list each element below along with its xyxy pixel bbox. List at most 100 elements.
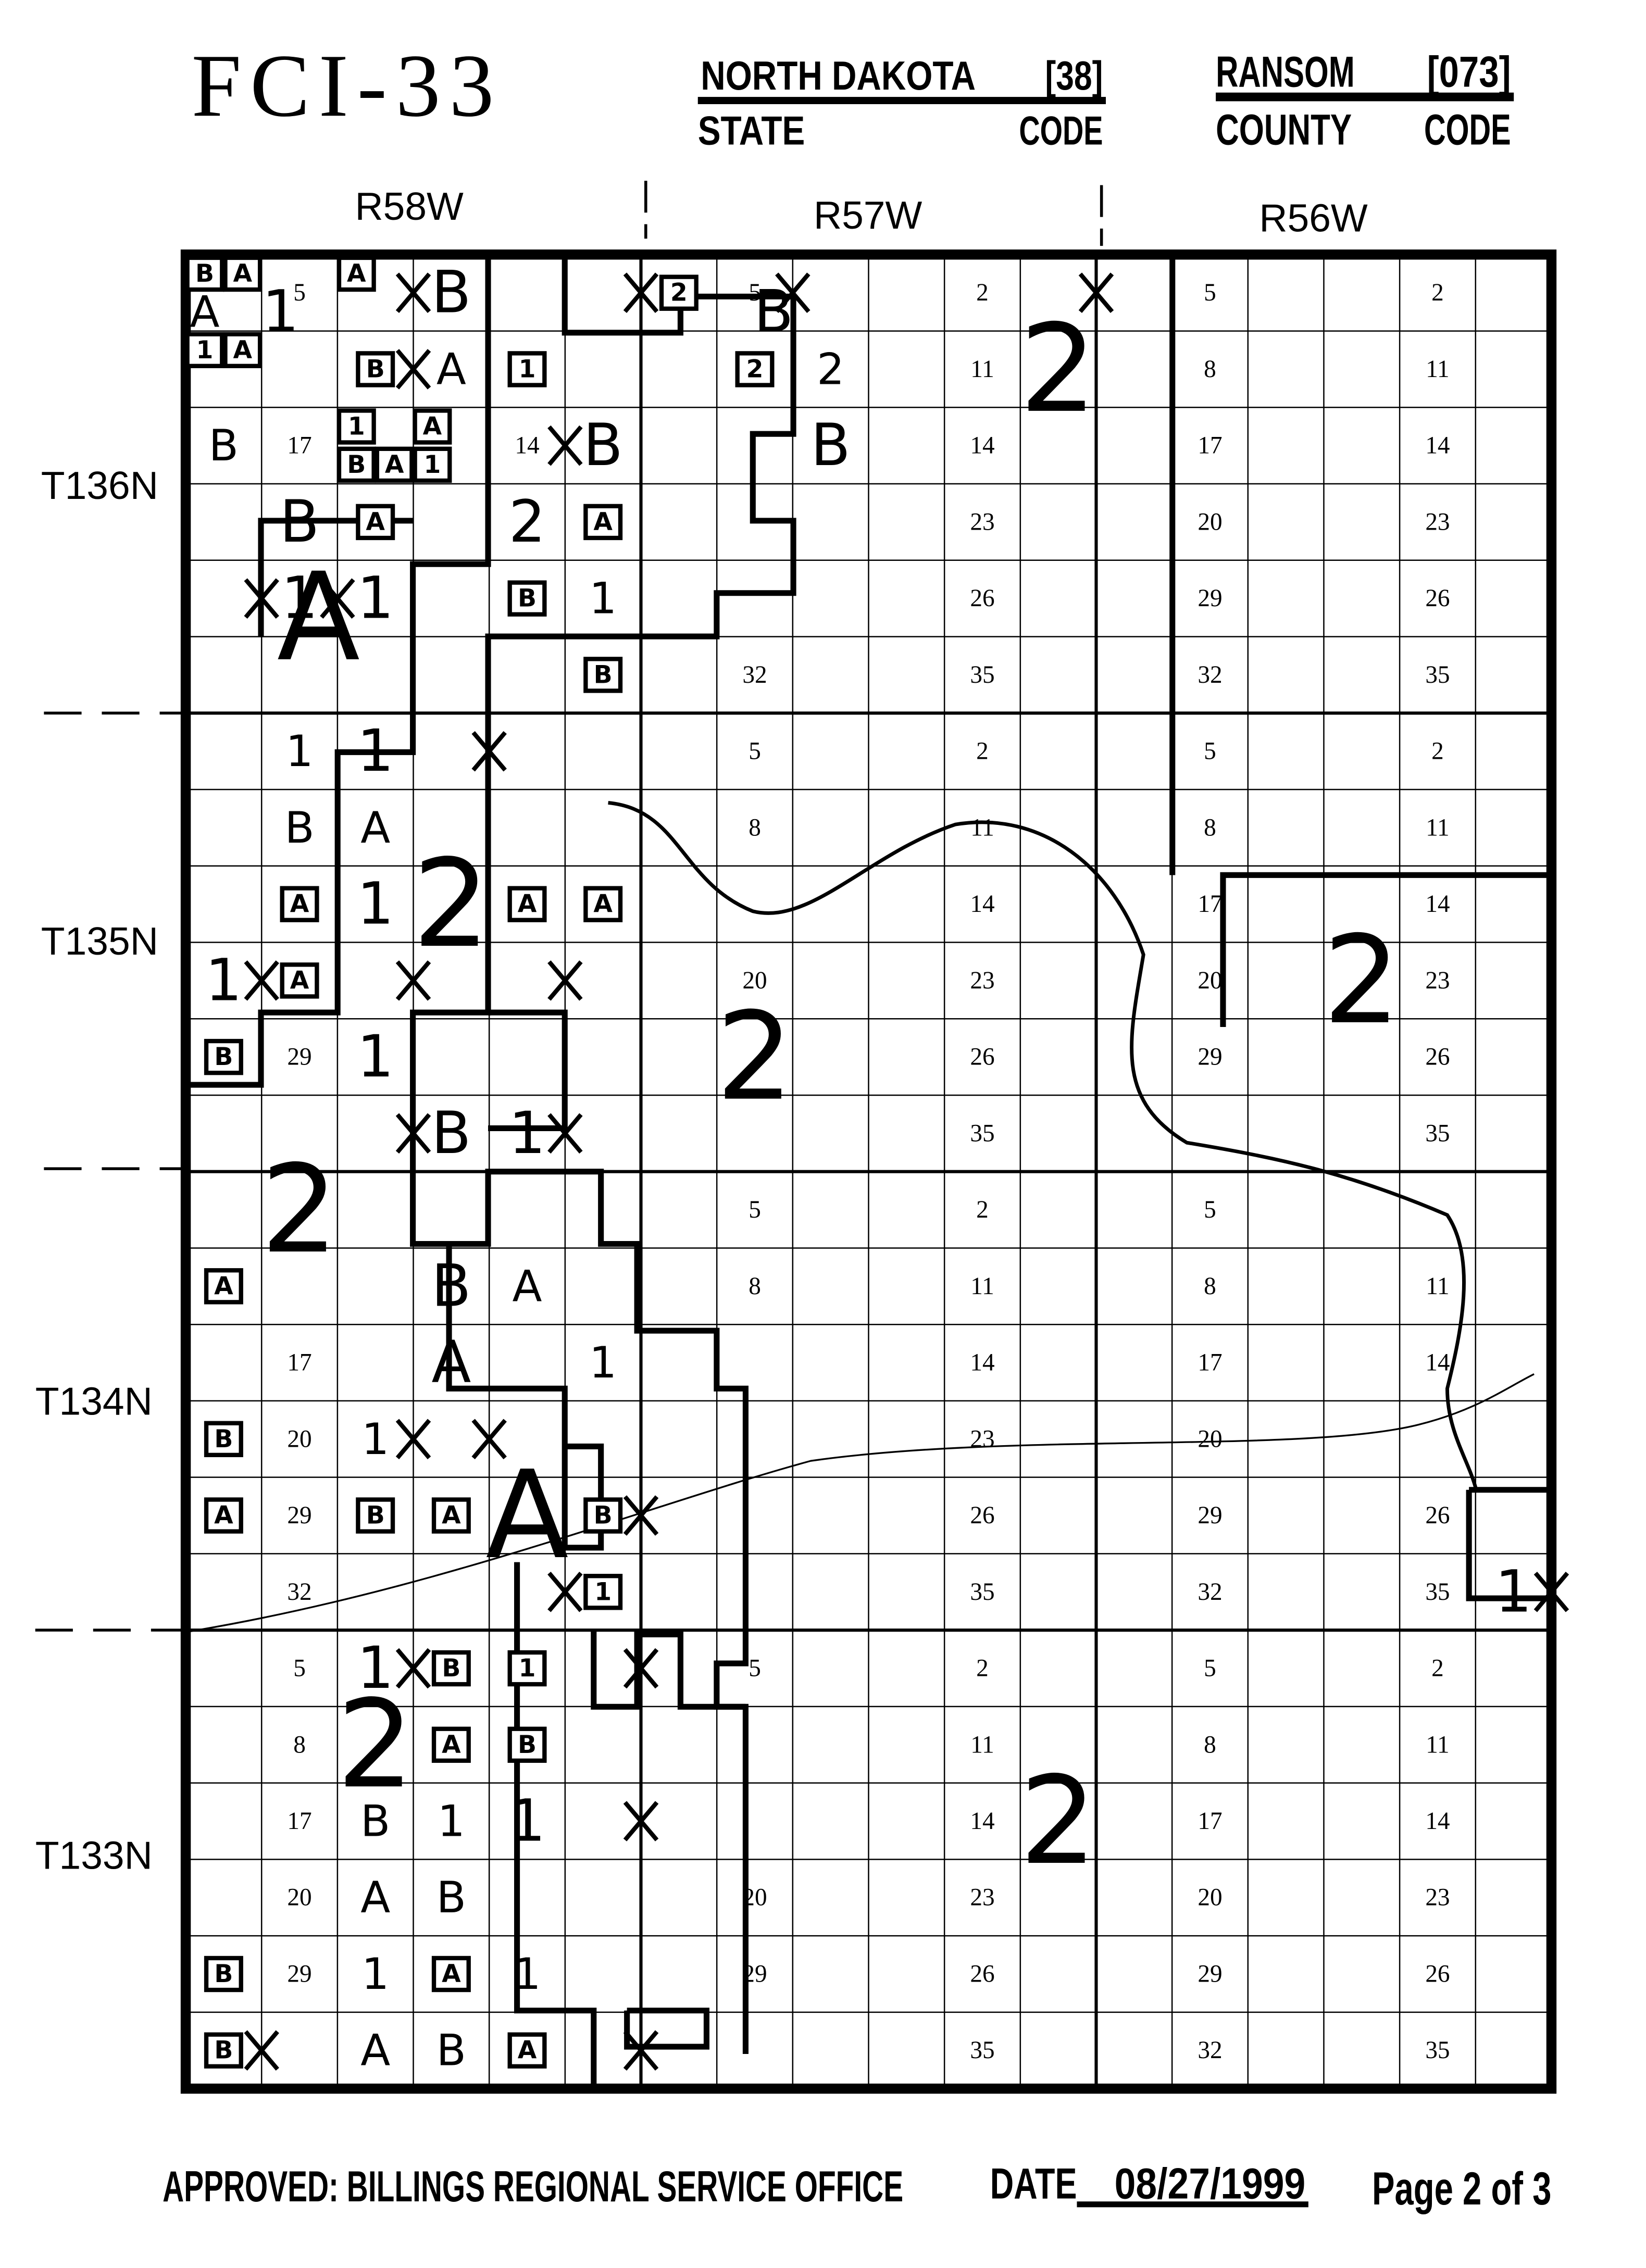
zone-box <box>413 446 452 483</box>
rating-zone-label: A <box>277 547 360 688</box>
rating-zone-label: 1 <box>205 947 242 1014</box>
section-number: 23 <box>1425 967 1450 994</box>
section-number: 32 <box>287 1578 311 1606</box>
zone-box <box>583 504 623 541</box>
rating-zone-label: 1 <box>594 1577 612 1606</box>
section-number: 35 <box>1425 661 1450 688</box>
section-number: 2 <box>1431 279 1444 306</box>
page-number: Page 2 of 3 <box>1372 2163 1551 2214</box>
section-number: 11 <box>1426 356 1449 383</box>
rating-zone-label: A <box>233 336 253 365</box>
state-underline <box>697 97 1106 104</box>
section-number: 20 <box>1198 967 1222 994</box>
rating-zone-label: 1 <box>438 1796 465 1847</box>
section-number: 20 <box>1198 1425 1222 1452</box>
zone-box <box>223 332 263 368</box>
section-number: 32 <box>1198 1578 1222 1606</box>
zone-box <box>185 332 225 368</box>
x-mark-icon <box>547 425 583 466</box>
section-number: 5 <box>1204 738 1216 765</box>
section-number: 20 <box>742 967 767 994</box>
rating-zone-label: 1 <box>357 565 394 632</box>
rating-zone-label: 2 <box>1019 1750 1096 1892</box>
rating-zone-label: 2 <box>746 355 764 383</box>
section-number: 8 <box>1204 814 1216 841</box>
rating-zone-label: B <box>442 1654 460 1683</box>
section-number: 11 <box>1426 1273 1449 1300</box>
section-number: 26 <box>970 1502 994 1529</box>
zone-box <box>375 446 414 483</box>
section-number: 8 <box>293 1731 306 1758</box>
x-mark-icon <box>623 272 659 313</box>
section-number: 14 <box>1425 432 1450 459</box>
x-mark-icon <box>471 731 507 772</box>
zone-box <box>659 274 699 311</box>
section-number: 29 <box>1198 1044 1222 1071</box>
rating-zone-label: 1 <box>357 1023 394 1091</box>
section-number: 26 <box>970 585 994 612</box>
zone-box <box>185 255 225 292</box>
zone-box <box>280 962 319 999</box>
zone-box <box>431 1650 471 1687</box>
section-number: 23 <box>970 508 994 535</box>
section-number: 17 <box>287 432 311 459</box>
township-label-t134n: T134N <box>35 1379 153 1423</box>
rating-zone-label: 1 <box>514 1949 541 1999</box>
section-number: 11 <box>970 814 994 841</box>
section-number: 14 <box>1425 891 1450 918</box>
section-number: 23 <box>970 1884 994 1911</box>
zone-box <box>583 1497 623 1534</box>
x-mark-icon <box>547 1571 583 1612</box>
section-number: 35 <box>970 2037 994 2064</box>
section-number: 11 <box>970 1731 994 1758</box>
rating-zone-label: A <box>485 1445 569 1586</box>
zone-box <box>204 1497 243 1534</box>
section-number: 5 <box>749 279 761 306</box>
zone-box <box>356 504 395 541</box>
section-number: 2 <box>976 738 989 765</box>
rating-zone-label: 2 <box>261 1139 338 1281</box>
zone-box <box>431 1497 471 1534</box>
section-number: 17 <box>1198 891 1222 918</box>
x-mark-icon <box>623 1495 659 1536</box>
rating-zone-label: A <box>360 1872 390 1923</box>
rating-zone-label: B <box>366 355 385 383</box>
section-number: 5 <box>293 279 306 306</box>
rating-zone-label: B <box>594 1501 613 1530</box>
section-number: 5 <box>749 1196 761 1223</box>
section-number: 14 <box>515 432 539 459</box>
rating-zone-label: 2 <box>336 1674 414 1815</box>
x-mark-icon <box>395 960 431 1001</box>
section-number: 23 <box>970 1425 994 1452</box>
section-number: 26 <box>1425 585 1450 612</box>
rating-zone-label: A <box>190 286 219 337</box>
zone-box <box>431 1956 471 1993</box>
rating-zone-label: B <box>347 450 366 479</box>
section-number: 17 <box>1198 1349 1222 1376</box>
section-number: 35 <box>1425 2037 1450 2064</box>
section-number: 5 <box>749 1655 761 1682</box>
rating-zone-label: B <box>214 2036 233 2065</box>
x-mark-icon <box>1533 1571 1569 1612</box>
zone-box <box>204 1956 243 1993</box>
x-mark-icon <box>547 960 583 1001</box>
section-number: 23 <box>1425 1884 1450 1911</box>
rating-zone-label: 2 <box>1019 298 1096 440</box>
section-number: 23 <box>970 967 994 994</box>
section-number: 2 <box>1431 1655 1444 1682</box>
range-label-r57w: R57W <box>814 193 922 237</box>
county-block: RANSOM [073] COUNTY CODE <box>1216 48 1514 154</box>
section-number: 2 <box>1431 738 1444 765</box>
section-number: 29 <box>1198 1502 1222 1529</box>
x-mark-icon <box>775 272 810 313</box>
section-number: 14 <box>970 432 994 459</box>
rating-zone-label: A <box>442 1731 461 1759</box>
rating-zone-label: 1 <box>589 573 617 624</box>
section-number: 35 <box>970 1120 994 1147</box>
section-number: 32 <box>1198 2037 1222 2064</box>
rating-zone-label: 2 <box>1323 910 1400 1051</box>
zone-box <box>507 1726 547 1763</box>
section-number: 2 <box>976 1196 989 1223</box>
